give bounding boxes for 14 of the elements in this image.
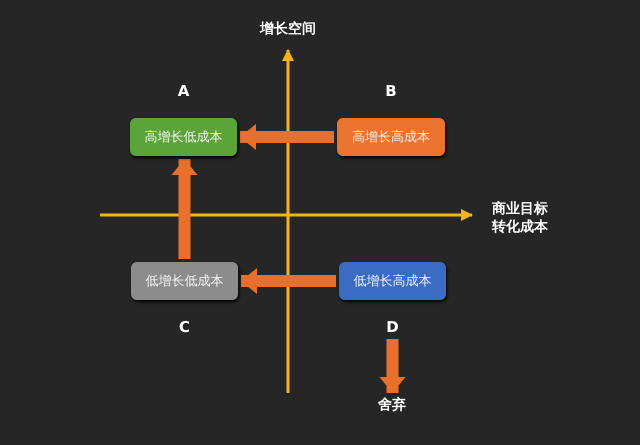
quadrant-letter: C xyxy=(178,318,191,336)
quadrant-box: 高增长高成本 xyxy=(337,118,445,156)
quadrant-letter: A xyxy=(176,82,190,100)
quadrant-letter: B xyxy=(384,82,398,100)
block-arrow xyxy=(240,124,334,150)
block-arrow xyxy=(380,339,406,393)
quadrant-box: 低增长高成本 xyxy=(339,262,446,300)
axis-label: 商业目标转化成本 xyxy=(492,200,549,236)
quadrant-box: 低增长低成本 xyxy=(131,262,238,300)
quadrant-letter: D xyxy=(385,318,400,336)
quadrant-box: 高增长低成本 xyxy=(130,118,237,156)
axis-label: 增长空间 xyxy=(258,20,317,38)
block-arrow xyxy=(172,159,198,259)
outcome-label: 舍弃 xyxy=(376,396,408,414)
